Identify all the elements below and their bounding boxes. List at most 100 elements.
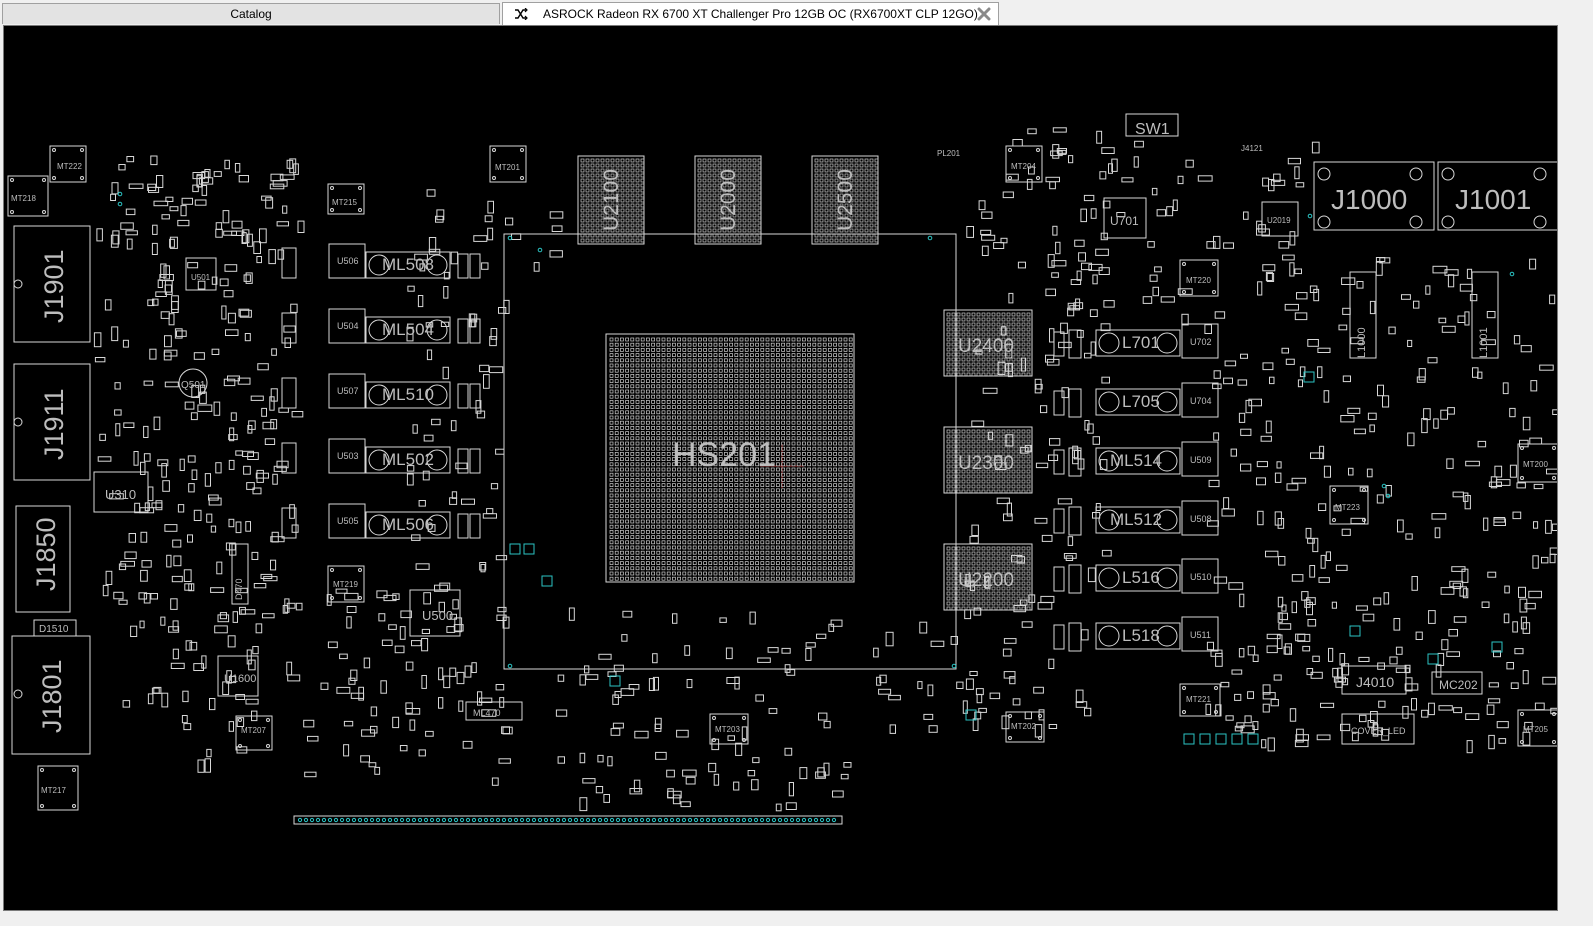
vrm-phase-right-5[interactable] (1181, 558, 1219, 594)
cover-led-connector[interactable] (1341, 713, 1415, 745)
board-label-u1600: U1600 (224, 673, 256, 685)
close-icon[interactable] (976, 6, 992, 22)
board-label-l516: L516 (1122, 568, 1160, 587)
connector-j1000[interactable] (1313, 161, 1435, 231)
board-label-l1001: L1001 (1478, 327, 1490, 358)
chip-mc202[interactable] (1431, 671, 1483, 695)
board-label-u507: U507 (337, 386, 359, 396)
inductor-left-3[interactable] (365, 381, 451, 409)
vrm-phase-right-4[interactable] (1181, 500, 1219, 536)
vertical-scroll-area[interactable] (1558, 25, 1593, 911)
inductor-right-4[interactable] (1095, 506, 1181, 534)
diode-d1510[interactable] (33, 619, 77, 637)
vrm-phase-right-6[interactable] (1181, 616, 1219, 652)
vrm-phase-left-5[interactable] (328, 503, 366, 539)
vrm-phase-left-2[interactable] (328, 308, 366, 344)
board-label-u310: U310 (105, 487, 136, 502)
board-label-j1901: J1901 (39, 249, 69, 323)
switch-sw1[interactable] (1125, 113, 1179, 137)
chip-u701[interactable] (1103, 197, 1147, 239)
inductor-left-1[interactable] (365, 251, 451, 279)
vrm-phase-right-3[interactable] (1181, 441, 1219, 477)
board-label-ml506: ML506 (382, 515, 434, 534)
board-label-u509: U509 (1190, 455, 1212, 465)
mounting-hole-1[interactable] (49, 145, 87, 183)
connector-j1001[interactable] (1437, 161, 1557, 231)
tab-catalog[interactable]: Catalog (2, 3, 500, 24)
shuffle-icon[interactable] (513, 7, 529, 21)
board-label-mt221: MT221 (1186, 695, 1211, 704)
board-label-u2400: U2400 (958, 336, 1014, 357)
board-label-d470: D470 (234, 578, 244, 600)
board-label-mt200: MT200 (1523, 460, 1548, 469)
mounting-hole-6[interactable] (1179, 259, 1219, 297)
board-label-j1911: J1911 (39, 388, 69, 460)
vrm-phase-left-1[interactable] (328, 243, 366, 279)
inductor-left-4[interactable] (365, 446, 451, 474)
board-label-mt201: MT201 (495, 163, 520, 172)
board-label-ml470: ML470 (473, 708, 501, 718)
board-label-mt218: MT218 (11, 194, 36, 203)
pcb-board-canvas[interactable]: HS201 U2100 U2000 U2500 U2400 U2300 U220… (3, 25, 1558, 911)
gpu-die[interactable] (605, 333, 855, 583)
tab-catalog-label: Catalog (230, 7, 272, 21)
board-label-mt219: MT219 (333, 580, 358, 589)
chip-u1600[interactable] (217, 655, 259, 697)
board-label-mt203: MT203 (715, 725, 740, 734)
vrm-phase-left-4[interactable] (328, 438, 366, 474)
chip-ml470[interactable] (465, 701, 523, 721)
board-label-sw1: SW1 (1135, 121, 1170, 138)
mounting-hole-9[interactable] (37, 765, 79, 811)
chip-u501[interactable] (185, 257, 217, 291)
board-label-j4121: J4121 (1241, 144, 1263, 153)
controller-u500[interactable] (409, 589, 461, 637)
board-label-mc202: MC202 (1439, 678, 1478, 692)
mounting-hole-5[interactable] (1005, 145, 1043, 183)
board-label-ml514: ML514 (1110, 451, 1162, 470)
tab-bar: Catalog ASROCK Radeon RX 6700 XT Challen… (0, 0, 1593, 25)
mounting-hole-3[interactable] (489, 145, 527, 183)
board-label-j4010: J4010 (1356, 674, 1394, 690)
pcb-layout[interactable]: HS201 U2100 U2000 U2500 U2400 U2300 U220… (4, 26, 1557, 910)
tab-board-view[interactable]: ASROCK Radeon RX 6700 XT Challenger Pro … (502, 2, 999, 25)
board-label-u704: U704 (1190, 396, 1212, 406)
mounting-hole-2[interactable] (7, 175, 49, 217)
chip-u2019[interactable] (1261, 201, 1299, 237)
board-label-mt215: MT215 (332, 198, 357, 207)
inductor-right-2[interactable] (1095, 388, 1181, 416)
vrm-phase-right-1[interactable] (1181, 323, 1219, 359)
inductor-left-5[interactable] (365, 511, 451, 539)
board-label-d1510: D1510 (39, 624, 69, 635)
diode-d470[interactable] (231, 543, 249, 605)
board-label-l518: L518 (1122, 626, 1160, 645)
board-label-pl201: PL201 (937, 149, 961, 158)
board-label-u2200: U2200 (958, 570, 1014, 591)
inductor-right-1[interactable] (1095, 329, 1181, 357)
vrm-phase-left-3[interactable] (328, 373, 366, 409)
mounting-hole-10[interactable] (709, 713, 749, 745)
vrm-phase-right-2[interactable] (1181, 382, 1219, 418)
mounting-hole-7[interactable] (327, 565, 365, 603)
pcie-edge-connector[interactable] (293, 815, 843, 825)
inductor-left-2[interactable] (365, 316, 451, 344)
board-label-ml512: ML512 (1110, 510, 1162, 529)
board-label-u2300: U2300 (958, 453, 1014, 474)
connector-j1850[interactable] (15, 505, 71, 613)
board-label-u504: U504 (337, 321, 359, 331)
board-label-l705: L705 (1122, 392, 1160, 411)
mounting-hole-13[interactable] (1329, 485, 1369, 525)
inductor-right-6[interactable] (1095, 622, 1181, 650)
board-label-j1000: J1000 (1331, 184, 1407, 215)
mounting-hole-8[interactable] (235, 715, 273, 751)
inductor-right-3[interactable] (1095, 447, 1181, 475)
board-label-u2019: U2019 (1267, 216, 1291, 225)
inductor-right-5[interactable] (1095, 564, 1181, 592)
mounting-hole-4[interactable] (327, 183, 365, 215)
board-label-q501: Q501 (181, 380, 206, 391)
board-label-l1000: L1000 (1356, 327, 1368, 358)
board-label-u701: U701 (1110, 214, 1139, 228)
board-label-mt222: MT222 (57, 162, 82, 171)
board-label-ml510: ML510 (382, 385, 434, 404)
board-label-mt207: MT207 (241, 726, 266, 735)
mounting-hole-12[interactable] (1179, 683, 1221, 717)
